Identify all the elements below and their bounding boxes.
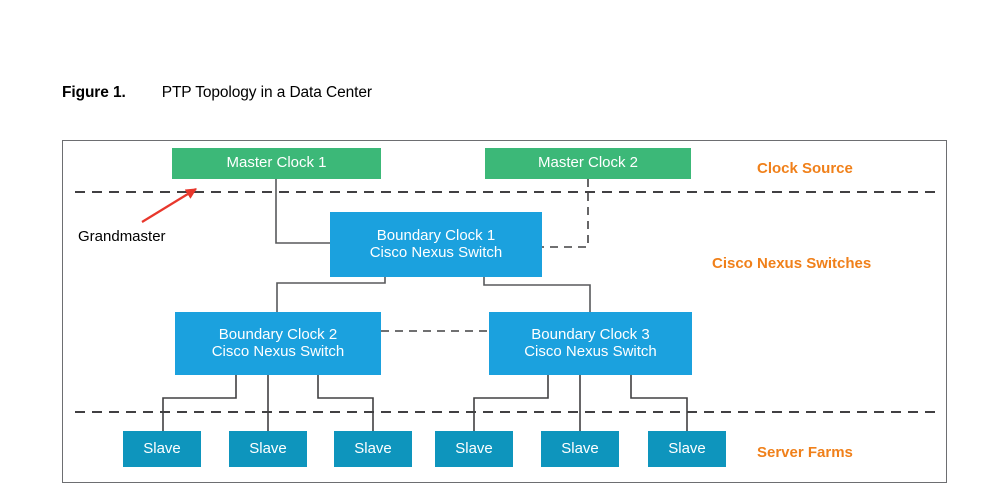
- figure-caption-label: Figure 1.: [62, 84, 126, 101]
- master-clock-1-label: Master Clock 1: [226, 154, 327, 172]
- figure-caption: Figure 1. PTP Topology in a Data Center: [62, 84, 372, 106]
- master-clock-2[interactable]: Master Clock 2: [485, 148, 691, 179]
- boundary-clock-2-label-line1: Boundary Clock 2: [218, 325, 338, 343]
- boundary-clock-1-label-line1: Boundary Clock 1: [376, 226, 496, 244]
- slave-1-label: Slave: [143, 439, 181, 457]
- slave-4-label: Slave: [455, 439, 493, 457]
- slave-3[interactable]: Slave: [334, 431, 412, 467]
- boundary-clock-2-label-line2: Cisco Nexus Switch: [211, 342, 345, 360]
- master-clock-2-label: Master Clock 2: [537, 154, 639, 172]
- slave-2-label: Slave: [249, 439, 287, 457]
- zone-label-server-farms: Server Farms: [757, 444, 853, 461]
- slave-5[interactable]: Slave: [541, 431, 619, 467]
- boundary-clock-1[interactable]: Boundary Clock 1 Cisco Nexus Switch: [330, 212, 542, 277]
- slave-1[interactable]: Slave: [123, 431, 201, 467]
- zone-label-cisco-nexus-switches: Cisco Nexus Switches: [712, 255, 872, 272]
- boundary-clock-3[interactable]: Boundary Clock 3 Cisco Nexus Switch: [489, 312, 692, 375]
- slave-6-label: Slave: [668, 439, 706, 457]
- boundary-clock-3-label-line1: Boundary Clock 3: [531, 325, 650, 343]
- slave-2[interactable]: Slave: [229, 431, 307, 467]
- master-clock-1[interactable]: Master Clock 1: [172, 148, 381, 179]
- slave-4[interactable]: Slave: [435, 431, 513, 467]
- figure-caption-title: PTP Topology in a Data Center: [161, 84, 372, 101]
- slave-6[interactable]: Slave: [648, 431, 726, 467]
- zone-label-clock-source: Clock Source: [757, 160, 853, 177]
- boundary-clock-2[interactable]: Boundary Clock 2 Cisco Nexus Switch: [175, 312, 381, 375]
- slave-3-label: Slave: [354, 439, 392, 457]
- boundary-clock-1-label-line2: Cisco Nexus Switch: [369, 243, 503, 261]
- grandmaster-label: Grandmaster: [78, 228, 166, 245]
- slave-5-label: Slave: [561, 439, 599, 457]
- boundary-clock-3-label-line2: Cisco Nexus Switch: [524, 342, 657, 360]
